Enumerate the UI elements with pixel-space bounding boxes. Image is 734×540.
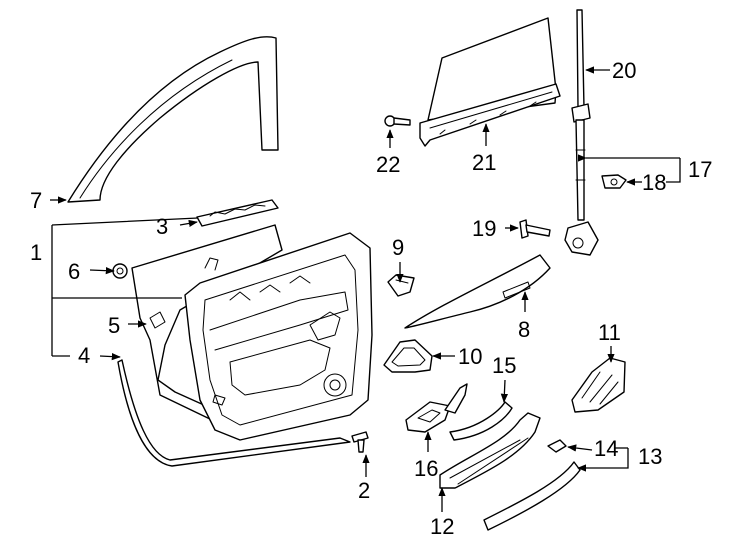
part-16-switch-bezel <box>405 383 468 433</box>
callout-20: 20 <box>612 58 636 83</box>
callout-4: 4 <box>78 343 90 368</box>
part-9-bracket <box>387 274 415 297</box>
callout-11: 11 <box>598 320 621 345</box>
callout-15: 15 <box>492 353 516 378</box>
callout-6: 6 <box>68 259 80 284</box>
part-6-clip <box>112 263 128 279</box>
part-7-frame-molding <box>67 36 279 203</box>
leader-lines <box>50 66 681 512</box>
callout-13: 13 <box>638 444 662 469</box>
part-11-speaker-grille <box>571 357 626 413</box>
part-2-screw <box>351 431 369 453</box>
callout-22: 22 <box>376 152 400 177</box>
part-15-armrest-trim <box>449 401 513 441</box>
callout-19: 19 <box>472 216 496 241</box>
part-12-armrest <box>439 412 541 489</box>
part-14-clip <box>547 439 567 453</box>
callout-3: 3 <box>156 214 168 239</box>
callout-10: 10 <box>458 344 482 369</box>
part-8-trim-strip <box>404 254 551 329</box>
callout-17: 17 <box>688 157 712 182</box>
callout-7: 7 <box>30 188 42 213</box>
part-5-water-shield <box>131 224 283 421</box>
callouts: 1 2 3 4 5 6 7 8 9 10 11 12 13 14 15 16 1… <box>30 58 712 539</box>
callout-5: 5 <box>108 313 120 338</box>
callout-8: 8 <box>518 317 530 342</box>
callout-2: 2 <box>358 478 370 503</box>
callout-18: 18 <box>642 170 666 195</box>
part-21-window-glass <box>419 17 561 147</box>
callout-21: 21 <box>472 150 496 175</box>
door-trim-panel <box>184 232 373 441</box>
callout-12: 12 <box>430 514 454 539</box>
callout-16: 16 <box>414 456 438 481</box>
callout-14: 14 <box>594 436 618 461</box>
part-18-clip <box>601 174 627 189</box>
part-19-bolt <box>519 219 551 239</box>
part-10-pull-frame <box>383 339 433 373</box>
part-22-bolt <box>384 115 411 127</box>
part-3-upper-strip <box>196 199 279 227</box>
part-4-seal <box>117 359 351 467</box>
callout-9: 9 <box>392 235 404 260</box>
part-20-regulator <box>564 9 599 256</box>
part-13-lower-strip <box>483 461 581 531</box>
callout-1: 1 <box>30 240 42 265</box>
